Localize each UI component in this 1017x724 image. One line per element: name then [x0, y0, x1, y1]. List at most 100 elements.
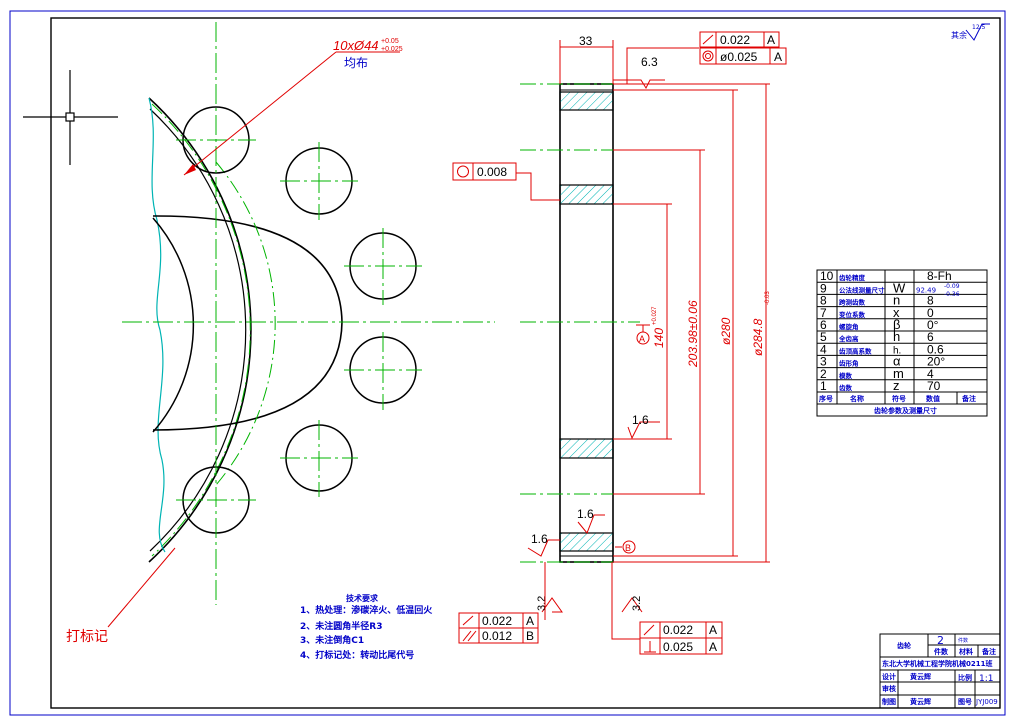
param-head-remark: 备注: [961, 394, 976, 403]
param-cell-no: 6: [820, 318, 827, 332]
param-cell-val: 0: [927, 306, 934, 320]
tech-notes-title: 技术要求: [346, 593, 379, 603]
section-view: 33 140 +0.027 203.98±0.06 ø280 ø284.8 -0…: [516, 34, 771, 640]
dim-140: 140: [652, 328, 666, 348]
param-cell-sym: z: [893, 378, 900, 393]
tb-drawing-no-label: 图号: [958, 697, 972, 706]
dim-284: ø284.8: [751, 318, 765, 356]
rough-32a: 3.2: [536, 596, 548, 611]
param-head-sym: 符号: [892, 394, 906, 403]
frame-top-2-val: ø0.025: [720, 50, 758, 64]
center-lines: [122, 22, 495, 605]
tb-qty: 2: [937, 634, 944, 647]
pitch-arc: [151, 103, 251, 557]
param-head-no: 序号: [818, 394, 833, 403]
tb-part-name: 齿轮: [897, 641, 911, 650]
param-cell-sym: h.: [893, 345, 901, 356]
param-cell-name: 模数: [839, 371, 853, 380]
bore-arc: [152, 217, 195, 433]
tb-piece-label: 件数: [934, 647, 949, 656]
datum-a: A: [639, 334, 645, 344]
frame-br2-ref: A: [709, 640, 717, 654]
frame-bottom-left: [458, 612, 539, 644]
datum-b: B: [625, 543, 631, 553]
param-cell-name: 螺旋角: [839, 322, 859, 331]
param-cell-no: 4: [820, 342, 827, 356]
frame-top-2-ref: A: [774, 50, 782, 64]
param-cell-name: 齿轮精度: [839, 273, 866, 282]
dim-140-tol: +0.027: [652, 306, 658, 325]
frame-circ: [452, 162, 517, 181]
param-cell-no: 2: [820, 367, 827, 381]
param-cell-val: 20°: [927, 355, 945, 369]
param-cell-sym: β: [893, 317, 900, 332]
param-cell-no: 7: [820, 306, 827, 320]
param-cell-no: 1: [820, 379, 827, 393]
dim-280: ø280: [719, 317, 733, 345]
tb-design-label: 设计: [882, 672, 896, 681]
rough-left: 1.6: [531, 532, 548, 546]
break-line: [148, 97, 166, 553]
param-cell-sym: W: [893, 280, 906, 295]
hole-tol-upper: +0.05: [381, 38, 399, 45]
param-cell-val: 0.6: [927, 342, 944, 356]
param-cell-name: 齿形角: [839, 359, 859, 368]
rough-top: 6.3: [641, 55, 658, 69]
marking-label: 打标记: [66, 628, 108, 644]
rough-bottom: 1.6: [577, 507, 594, 521]
marking-leader: [107, 547, 176, 628]
cursor-crosshair: [23, 70, 118, 165]
hole-spec: 10xØ44: [333, 38, 379, 53]
frame-circ-val: 0.008: [477, 165, 507, 179]
param-cell-no: 10: [820, 269, 834, 283]
tb-school: 东北大学机械工程学院机械0211班: [882, 659, 992, 668]
param-cell-val: 4: [927, 367, 934, 381]
frame-br1-ref: A: [709, 623, 717, 637]
dim-width: 33: [579, 34, 593, 48]
param-cell-val: 0°: [927, 318, 939, 332]
outer-arc: [148, 97, 252, 563]
dim-203: 203.98±0.06: [686, 300, 700, 368]
front-view: 10xØ44 +0.05 +0.025 均布 打标记: [66, 22, 495, 644]
param-cell-sym: n: [893, 293, 900, 308]
dim-284-tol: -0.03: [765, 291, 771, 305]
param-cell-name: 跨测齿数: [839, 298, 866, 307]
param-cell-val: 92.49: [916, 286, 936, 294]
param-footer: 齿轮参数及测量尺寸: [874, 406, 937, 415]
frame-bl1-ref: A: [526, 614, 534, 628]
bore-curve: [152, 215, 343, 431]
param-head-name: 名称: [850, 394, 864, 403]
tech-note-2: 2、未注圆角半径R3: [300, 620, 382, 632]
param-cell-no: 8: [820, 294, 827, 308]
tech-notes: 技术要求 1、热处理：渗碳淬火、低温回火 2、未注圆角半径R3 3、未注倒角C1…: [300, 593, 433, 661]
evenly-label: 均布: [344, 56, 368, 70]
tb-scale: 1:1: [979, 674, 993, 684]
param-cell-val: 70: [927, 379, 941, 393]
top-right-rough: 12.5: [972, 24, 986, 31]
param-cell-name: 齿顶高系数: [839, 346, 872, 355]
frame-top-1: [699, 31, 780, 48]
param-cell-name: 齿数: [839, 383, 853, 392]
w-tol-lower: -0.36: [944, 291, 960, 298]
param-cell-val: 8: [927, 294, 934, 308]
top-right-rough-icon: [965, 23, 990, 41]
hole-leader: [183, 51, 337, 176]
param-cell-sym: α: [893, 354, 901, 369]
frame-bl2-val: 0.012: [482, 629, 512, 643]
top-right-note: 其余: [951, 30, 967, 40]
frame-top-1-val: 0.022: [720, 33, 750, 47]
hole-circle-path: [215, 161, 276, 486]
tb-drawing-no: JYJ009: [975, 698, 998, 706]
hole-tol-lower: +0.025: [381, 46, 403, 53]
param-cell-no: 3: [820, 355, 827, 369]
param-cell-name: 变位系数: [839, 310, 866, 319]
frame-bl1-val: 0.022: [482, 614, 512, 628]
frame-top-1-ref: A: [767, 33, 775, 47]
tb-drawer-label: 制图: [882, 697, 896, 706]
inner-border: [50, 17, 1001, 709]
frame-br2-val: 0.025: [663, 640, 693, 654]
frame-br1-val: 0.022: [663, 623, 693, 637]
param-cell-no: 9: [820, 281, 827, 295]
param-cell-val: 8-Fh: [927, 269, 952, 283]
